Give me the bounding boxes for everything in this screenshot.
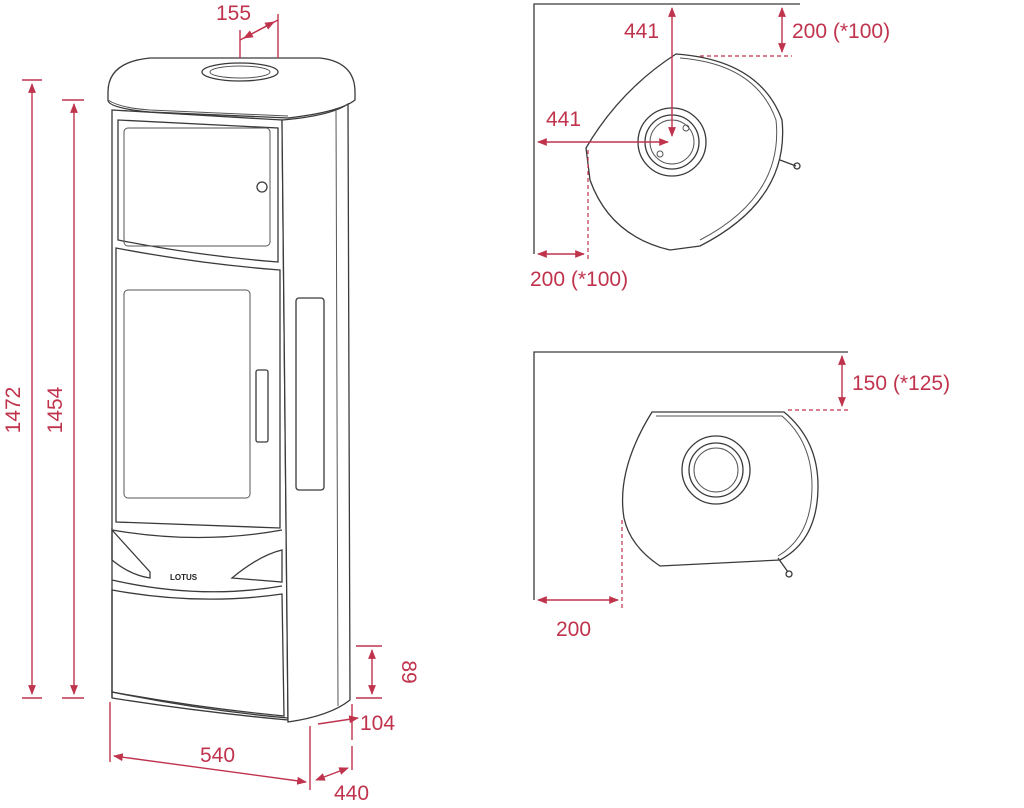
stove-top-cap	[107, 57, 356, 119]
dim-flue-offset: 155	[216, 2, 251, 25]
lower-door	[111, 589, 285, 717]
dim-wall-side: 200	[556, 618, 591, 641]
dim-line-width	[113, 753, 307, 785]
dim-body-height: 1454	[44, 386, 67, 433]
corner-handle	[779, 159, 797, 167]
corner-view: 441 441 200 (*100) 200 (*100)	[530, 3, 890, 291]
dim-width: 540	[200, 744, 235, 767]
door-handle	[255, 369, 269, 443]
dim-flue-x: 441	[546, 108, 581, 131]
dim-line-depth	[315, 767, 349, 781]
stove-body-side	[281, 102, 351, 723]
dim-corner-back: 200 (*100)	[792, 20, 890, 43]
dim-corner-side: 200 (*100)	[530, 268, 628, 291]
dim-air-inlet-offset: 104	[360, 712, 395, 735]
dim-air-inlet-height: 89	[397, 660, 420, 683]
front-view: LOTUS 155 1472 1454 89 104	[2, 2, 420, 805]
brand-logo: LOTUS	[170, 573, 198, 582]
main-door	[115, 247, 281, 529]
corner-wall	[533, 3, 800, 254]
side-window	[295, 297, 325, 491]
wall-handle	[777, 557, 789, 573]
dim-depth: 440	[334, 782, 369, 805]
upper-door	[117, 119, 279, 263]
right-vent	[230, 549, 283, 583]
dim-flue-y: 441	[624, 20, 659, 43]
stove-body-front	[111, 109, 289, 721]
back-wall	[533, 351, 848, 600]
upper-door-knob	[256, 181, 268, 193]
left-vent	[111, 528, 151, 579]
dim-total-height: 1472	[2, 387, 25, 434]
wall-view: 150 (*125) 200	[533, 351, 950, 641]
wall-flue-collar	[681, 435, 751, 505]
dim-wall-back: 150 (*125)	[852, 372, 950, 395]
